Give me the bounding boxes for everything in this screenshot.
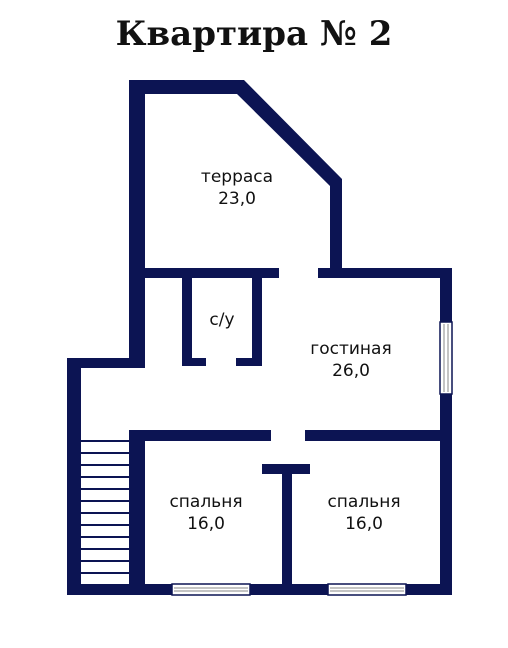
- windows: [171, 321, 453, 596]
- living-room-area: 26,0: [332, 361, 370, 381]
- bedroom-wall-top-left: [129, 430, 271, 441]
- bedroom-right-area: 16,0: [345, 514, 383, 534]
- terrace-area: 23,0: [218, 189, 256, 209]
- window-living: [439, 321, 453, 395]
- bathroom-wall-right: [252, 278, 262, 366]
- terrace-label: терраса: [201, 167, 273, 187]
- bathroom-wall-bottom-left: [182, 358, 206, 366]
- bedroom-left-area: 16,0: [187, 514, 225, 534]
- bedroom-divider: [282, 464, 292, 595]
- bedroom-right-label: спальня: [327, 492, 400, 512]
- window-bedroom-left: [171, 583, 251, 596]
- window-bedroom-right: [327, 583, 407, 596]
- bathroom-wall-bottom-right: [236, 358, 262, 366]
- stair-wall: [129, 430, 145, 595]
- stairs: [81, 440, 129, 574]
- walls: [67, 80, 452, 595]
- terrace-wall-left: [145, 268, 279, 278]
- bathroom-wall-left: [182, 278, 192, 366]
- living-room-label: гостиная: [310, 339, 391, 359]
- bathroom-label: с/у: [209, 310, 234, 330]
- terrace-wall-right: [318, 268, 332, 278]
- bedroom-wall-top-right: [305, 430, 452, 441]
- outer-walls: [67, 80, 452, 595]
- bedroom-left-label: спальня: [169, 492, 242, 512]
- page-title: Квартира № 2: [115, 14, 393, 54]
